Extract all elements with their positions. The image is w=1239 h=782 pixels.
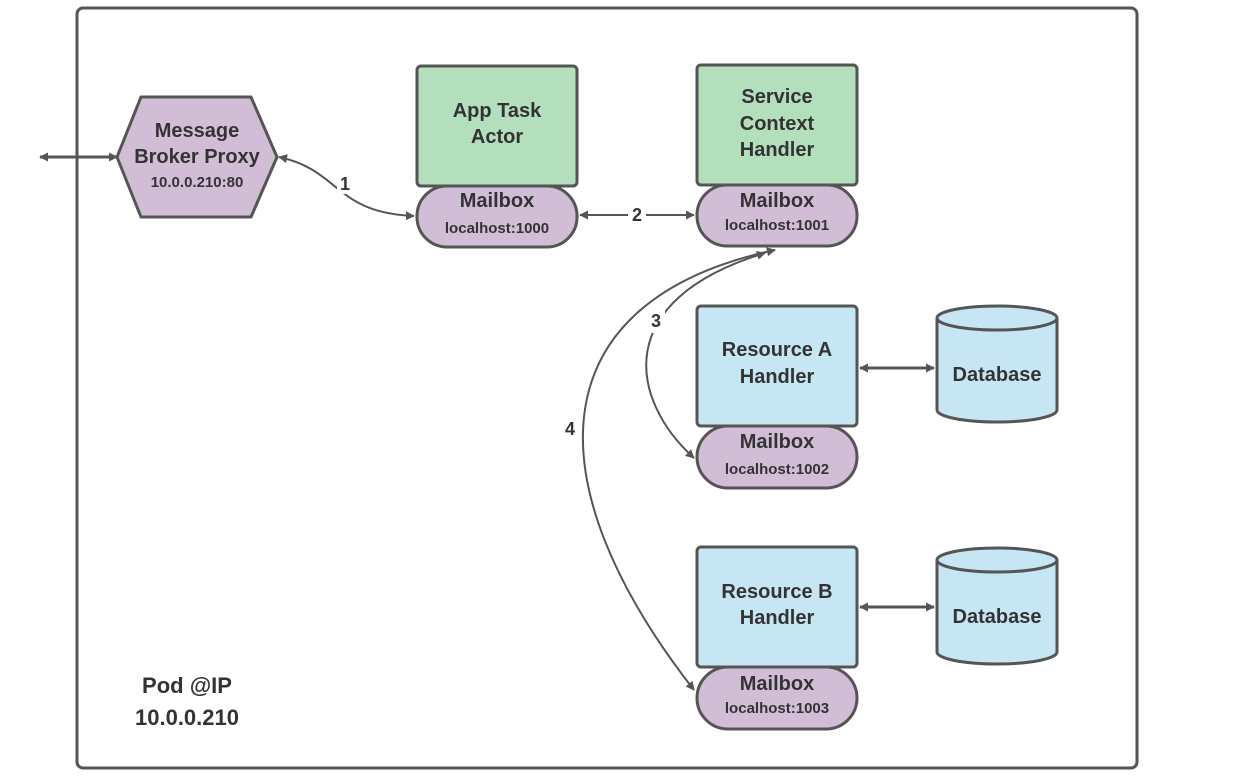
pod-label: Pod @IP 10.0.0.210 bbox=[135, 673, 239, 730]
resource-a-mailbox-address: localhost:1002 bbox=[725, 461, 829, 478]
service-mailbox-label: Mailbox bbox=[740, 190, 814, 212]
edge-1-label-bg bbox=[337, 174, 353, 194]
resource-b-title-line1: Resource B bbox=[721, 581, 832, 603]
database-b-top bbox=[935, 546, 1059, 574]
resource-b-mailbox-address: localhost:1003 bbox=[725, 700, 829, 717]
app-task-mailbox-address: localhost:1000 bbox=[445, 220, 549, 237]
edge-3-label: 3 bbox=[651, 311, 661, 331]
proxy-title-line2: Broker Proxy bbox=[134, 146, 260, 168]
proxy-address: 10.0.0.210:80 bbox=[151, 174, 244, 191]
database-a: Database bbox=[935, 304, 1059, 424]
edge-4-arrow bbox=[581, 247, 776, 691]
database-b-body bbox=[935, 560, 1059, 666]
app-task-mailbox bbox=[415, 184, 579, 249]
database-b: Database bbox=[935, 546, 1059, 666]
resource-b-title-line2: Handler bbox=[740, 607, 815, 629]
app-task-actor: App Task Actor Mailbox localhost:1000 bbox=[415, 64, 579, 249]
pod-ip-label: 10.0.0.210 bbox=[135, 705, 239, 730]
database-a-body bbox=[935, 318, 1059, 424]
proxy-title-line1: Message bbox=[155, 120, 240, 142]
app-task-mailbox-label: Mailbox bbox=[460, 190, 534, 212]
message-broker-proxy: Message Broker Proxy 10.0.0.210:80 bbox=[115, 95, 279, 219]
resource-b-mailbox-label: Mailbox bbox=[740, 673, 814, 695]
app-task-title-line2: Actor bbox=[471, 126, 523, 148]
service-mailbox-address: localhost:1001 bbox=[725, 217, 829, 234]
service-title-line1: Service bbox=[741, 86, 812, 108]
resource-a-handler: Resource A Handler Mailbox localhost:100… bbox=[695, 304, 859, 490]
proxy-hexagon bbox=[115, 95, 279, 219]
edge-4-label-bg bbox=[559, 415, 581, 443]
pod-label-line1: Pod @IP bbox=[142, 673, 232, 698]
edge-1-label: 1 bbox=[340, 174, 350, 194]
database-a-top bbox=[935, 304, 1059, 332]
resource-a-mailbox-label: Mailbox bbox=[740, 431, 814, 453]
service-title-line3: Handler bbox=[740, 139, 815, 161]
resource-b-handler: Resource B Handler Mailbox localhost:100… bbox=[695, 545, 859, 731]
service-context-mailbox bbox=[695, 183, 859, 248]
service-title-line2: Context bbox=[740, 113, 815, 135]
edge-4-label: 4 bbox=[565, 419, 575, 439]
resource-a-title-line2: Handler bbox=[740, 366, 815, 388]
database-b-label: Database bbox=[953, 606, 1042, 628]
edge-2-label-bg bbox=[628, 204, 646, 226]
app-task-title-line1: App Task bbox=[453, 100, 542, 122]
database-a-label: Database bbox=[953, 364, 1042, 386]
resource-a-title-line1: Resource A bbox=[722, 339, 832, 361]
service-context-handler: Service Context Handler Mailbox localhos… bbox=[695, 63, 859, 248]
edge-3-label-bg bbox=[647, 309, 665, 333]
edge-2-label: 2 bbox=[632, 205, 642, 225]
